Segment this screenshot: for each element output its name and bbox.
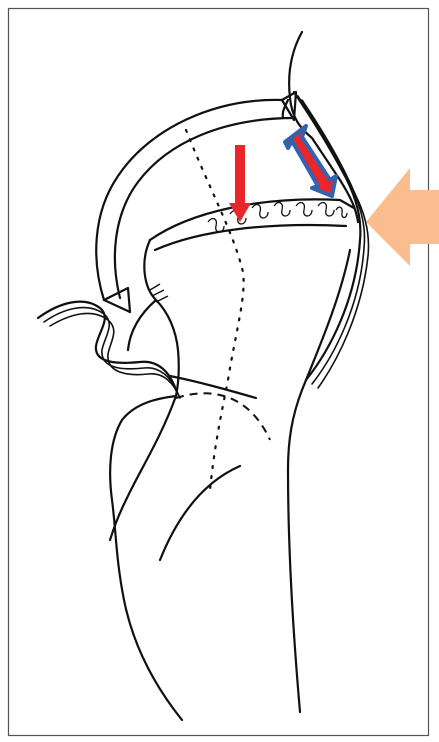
cartilage-upper-edge [150, 199, 354, 240]
femoral-neck-medial [128, 300, 156, 350]
tendon-line-2 [44, 308, 178, 394]
image-border [9, 9, 429, 736]
neck-dashed-arc [176, 393, 270, 440]
acetabulum-inner-rim [115, 118, 294, 298]
tendon-line-1 [38, 302, 176, 390]
cartilage-lower-edge [155, 225, 346, 250]
fovea-lines [150, 284, 168, 302]
lesser-trochanter [110, 396, 182, 720]
tendon-line-3 [50, 313, 180, 398]
cartilage-texture [208, 203, 347, 232]
trochanter-inner-curve [110, 396, 176, 540]
intertrochanteric-curve [160, 466, 240, 560]
acetabulum-outer-rim [96, 100, 282, 300]
capsule-line-3 [302, 100, 369, 388]
red-down-arrow-icon [229, 145, 251, 222]
thigh-contour [170, 376, 256, 398]
inferior-labrum [104, 288, 130, 312]
femoral-axis-dotted [186, 130, 244, 490]
